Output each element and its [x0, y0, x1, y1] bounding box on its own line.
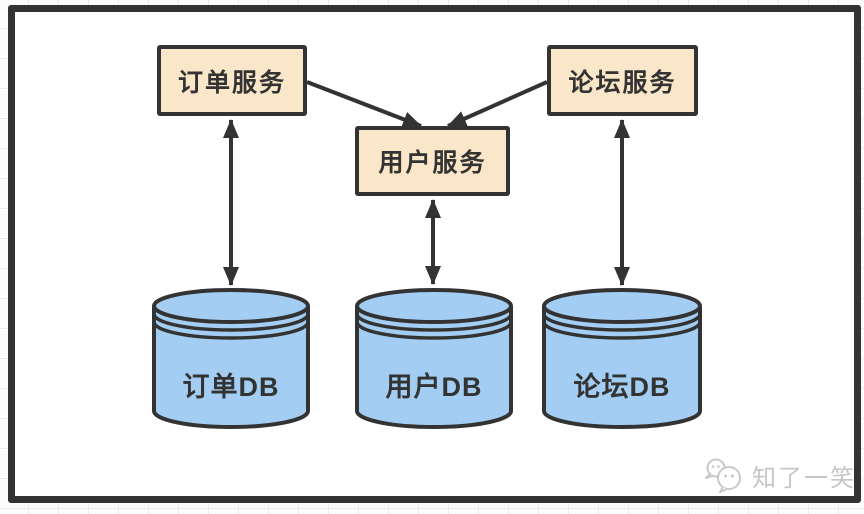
- watermark-text: 知了一笑: [752, 464, 856, 492]
- forum-db-label: 论坛DB: [573, 372, 671, 402]
- forum-service-to-user-service-arrow: [447, 80, 548, 128]
- order-db-cylinder: [152, 288, 310, 429]
- forum-service-label: 论坛服务: [568, 68, 677, 97]
- order-db-label: 订单DB: [182, 372, 280, 402]
- forum-service-node: 论坛服务: [547, 45, 698, 116]
- user-service-label: 用户服务: [378, 149, 487, 177]
- order-service-to-user-service-arrow: [306, 80, 422, 128]
- user-db-cylinder: [355, 288, 513, 429]
- forum-db-cylinder: [542, 288, 702, 429]
- wechat-icon: [705, 458, 741, 493]
- watermark: 知了一笑: [702, 456, 856, 494]
- order-service-node: 订单服务: [157, 45, 307, 116]
- order-service-label: 订单服务: [177, 68, 286, 97]
- user-service-node: 用户服务: [355, 126, 510, 196]
- user-db-label: 用户DB: [385, 372, 483, 402]
